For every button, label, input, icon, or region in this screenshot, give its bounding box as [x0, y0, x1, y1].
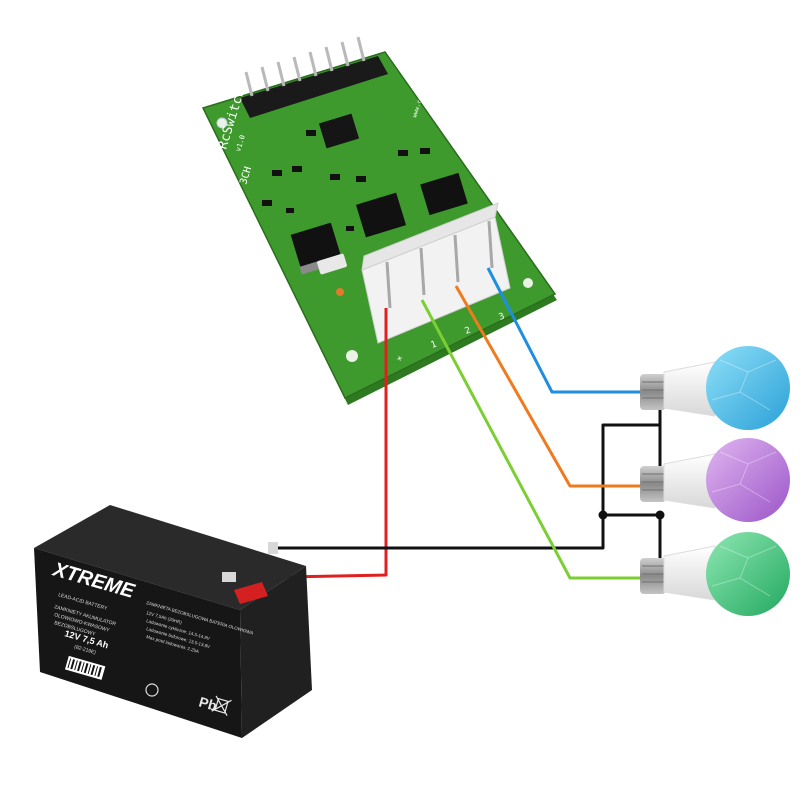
mcu-chip: [318, 113, 360, 149]
rcswitch-board: RcSwitch v1.0 3CH www.rcswitch.pl: [201, 36, 557, 405]
terminal-positive: [222, 572, 236, 582]
battery-side: [240, 566, 312, 738]
mount-hole: [216, 117, 228, 129]
bulb-base: [640, 558, 666, 594]
bulb-blue: [640, 346, 790, 430]
bulb-purple: [640, 438, 790, 522]
mosfet-2: [355, 192, 407, 238]
bulb-base: [640, 466, 666, 502]
wire-ground-main: [275, 395, 662, 550]
battery-model: (82-219E): [73, 644, 96, 656]
crossed-bin-icon: [211, 695, 232, 716]
pin-label-3: 3: [498, 312, 507, 323]
board-channels: 3CH: [238, 165, 254, 185]
pin-label-1: 1: [430, 340, 439, 351]
bulb-neck: [663, 361, 716, 417]
mount-hole: [523, 278, 533, 288]
bulb-green: [640, 532, 790, 616]
pin-label-2: 2: [464, 326, 473, 337]
bulb-neck: [663, 453, 716, 509]
bulb-base: [640, 374, 666, 410]
terminal-negative: [268, 542, 278, 554]
status-led: [336, 288, 344, 296]
battery: XTREME LEAD-ACID BATTERY ZAMKNIETY AKUMU…: [34, 505, 312, 738]
battery-barcode: [64, 655, 106, 680]
wire-channel-2: [454, 285, 645, 488]
terminal-connector: [361, 202, 511, 344]
battery-front: [34, 548, 242, 738]
ground-junction: [598, 510, 608, 520]
mount-hole: [346, 350, 358, 362]
battery-top: [34, 505, 306, 610]
recycle-icon: [145, 683, 159, 697]
mosfet-3: [420, 172, 468, 216]
positive-marker: [234, 582, 268, 604]
pin-label-plus: +: [396, 353, 405, 364]
ground-junction: [655, 510, 665, 520]
bulb-globe-blue: [706, 346, 790, 430]
smd-components: [262, 130, 430, 231]
led-component: [317, 253, 347, 275]
bulb-globe-green: [706, 532, 790, 616]
bulb-neck: [663, 545, 716, 601]
wire-channel-3: [486, 267, 645, 394]
pin-header: [240, 36, 388, 118]
bulb-globe-purple: [706, 438, 790, 522]
battery-pb-mark: Pb: [197, 694, 219, 714]
wire-channel-1: [420, 299, 645, 580]
